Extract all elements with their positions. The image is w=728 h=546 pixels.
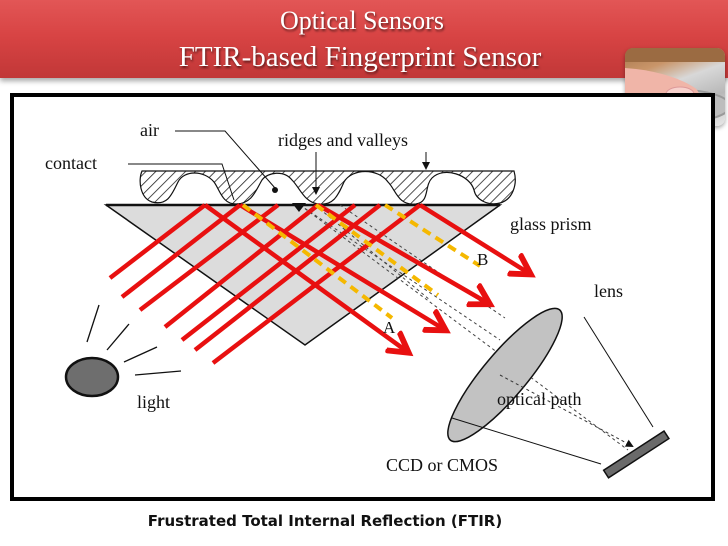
frustrated-rays	[241, 203, 482, 320]
label-optical-path: optical path	[497, 389, 581, 409]
label-contact: contact	[45, 153, 97, 173]
label-light: light	[137, 392, 170, 412]
light-emission-lines	[86, 304, 182, 376]
slide-title: Optical Sensors	[280, 6, 444, 35]
reflected-light-rays	[203, 203, 527, 350]
lens-focus-line-bottom	[451, 417, 602, 465]
label-lens: lens	[594, 281, 623, 301]
contact-point-marker	[292, 203, 306, 212]
lens-focus-line-top	[583, 316, 654, 428]
finger-ridges	[139, 170, 516, 205]
title-bar: Optical Sensors FTIR-based Fingerprint S…	[0, 0, 728, 78]
air-dot	[272, 187, 278, 193]
label-glass-prism: glass prism	[510, 214, 592, 234]
leader-lines	[128, 130, 276, 201]
slide-caption: Frustrated Total Internal Reflection (FT…	[147, 512, 503, 530]
lens	[447, 307, 563, 443]
light-source	[64, 356, 120, 398]
label-ccd-cmos: CCD or CMOS	[386, 455, 498, 475]
label-a: A	[383, 318, 396, 337]
slide-subtitle: FTIR-based Fingerprint Sensor	[178, 41, 542, 73]
optical-path-arrow	[499, 374, 634, 447]
label-air: air	[140, 120, 159, 140]
ccd-cmos-sensor	[602, 430, 670, 479]
label-b: B	[477, 250, 488, 269]
label-ridges-valleys: ridges and valleys	[278, 130, 408, 150]
